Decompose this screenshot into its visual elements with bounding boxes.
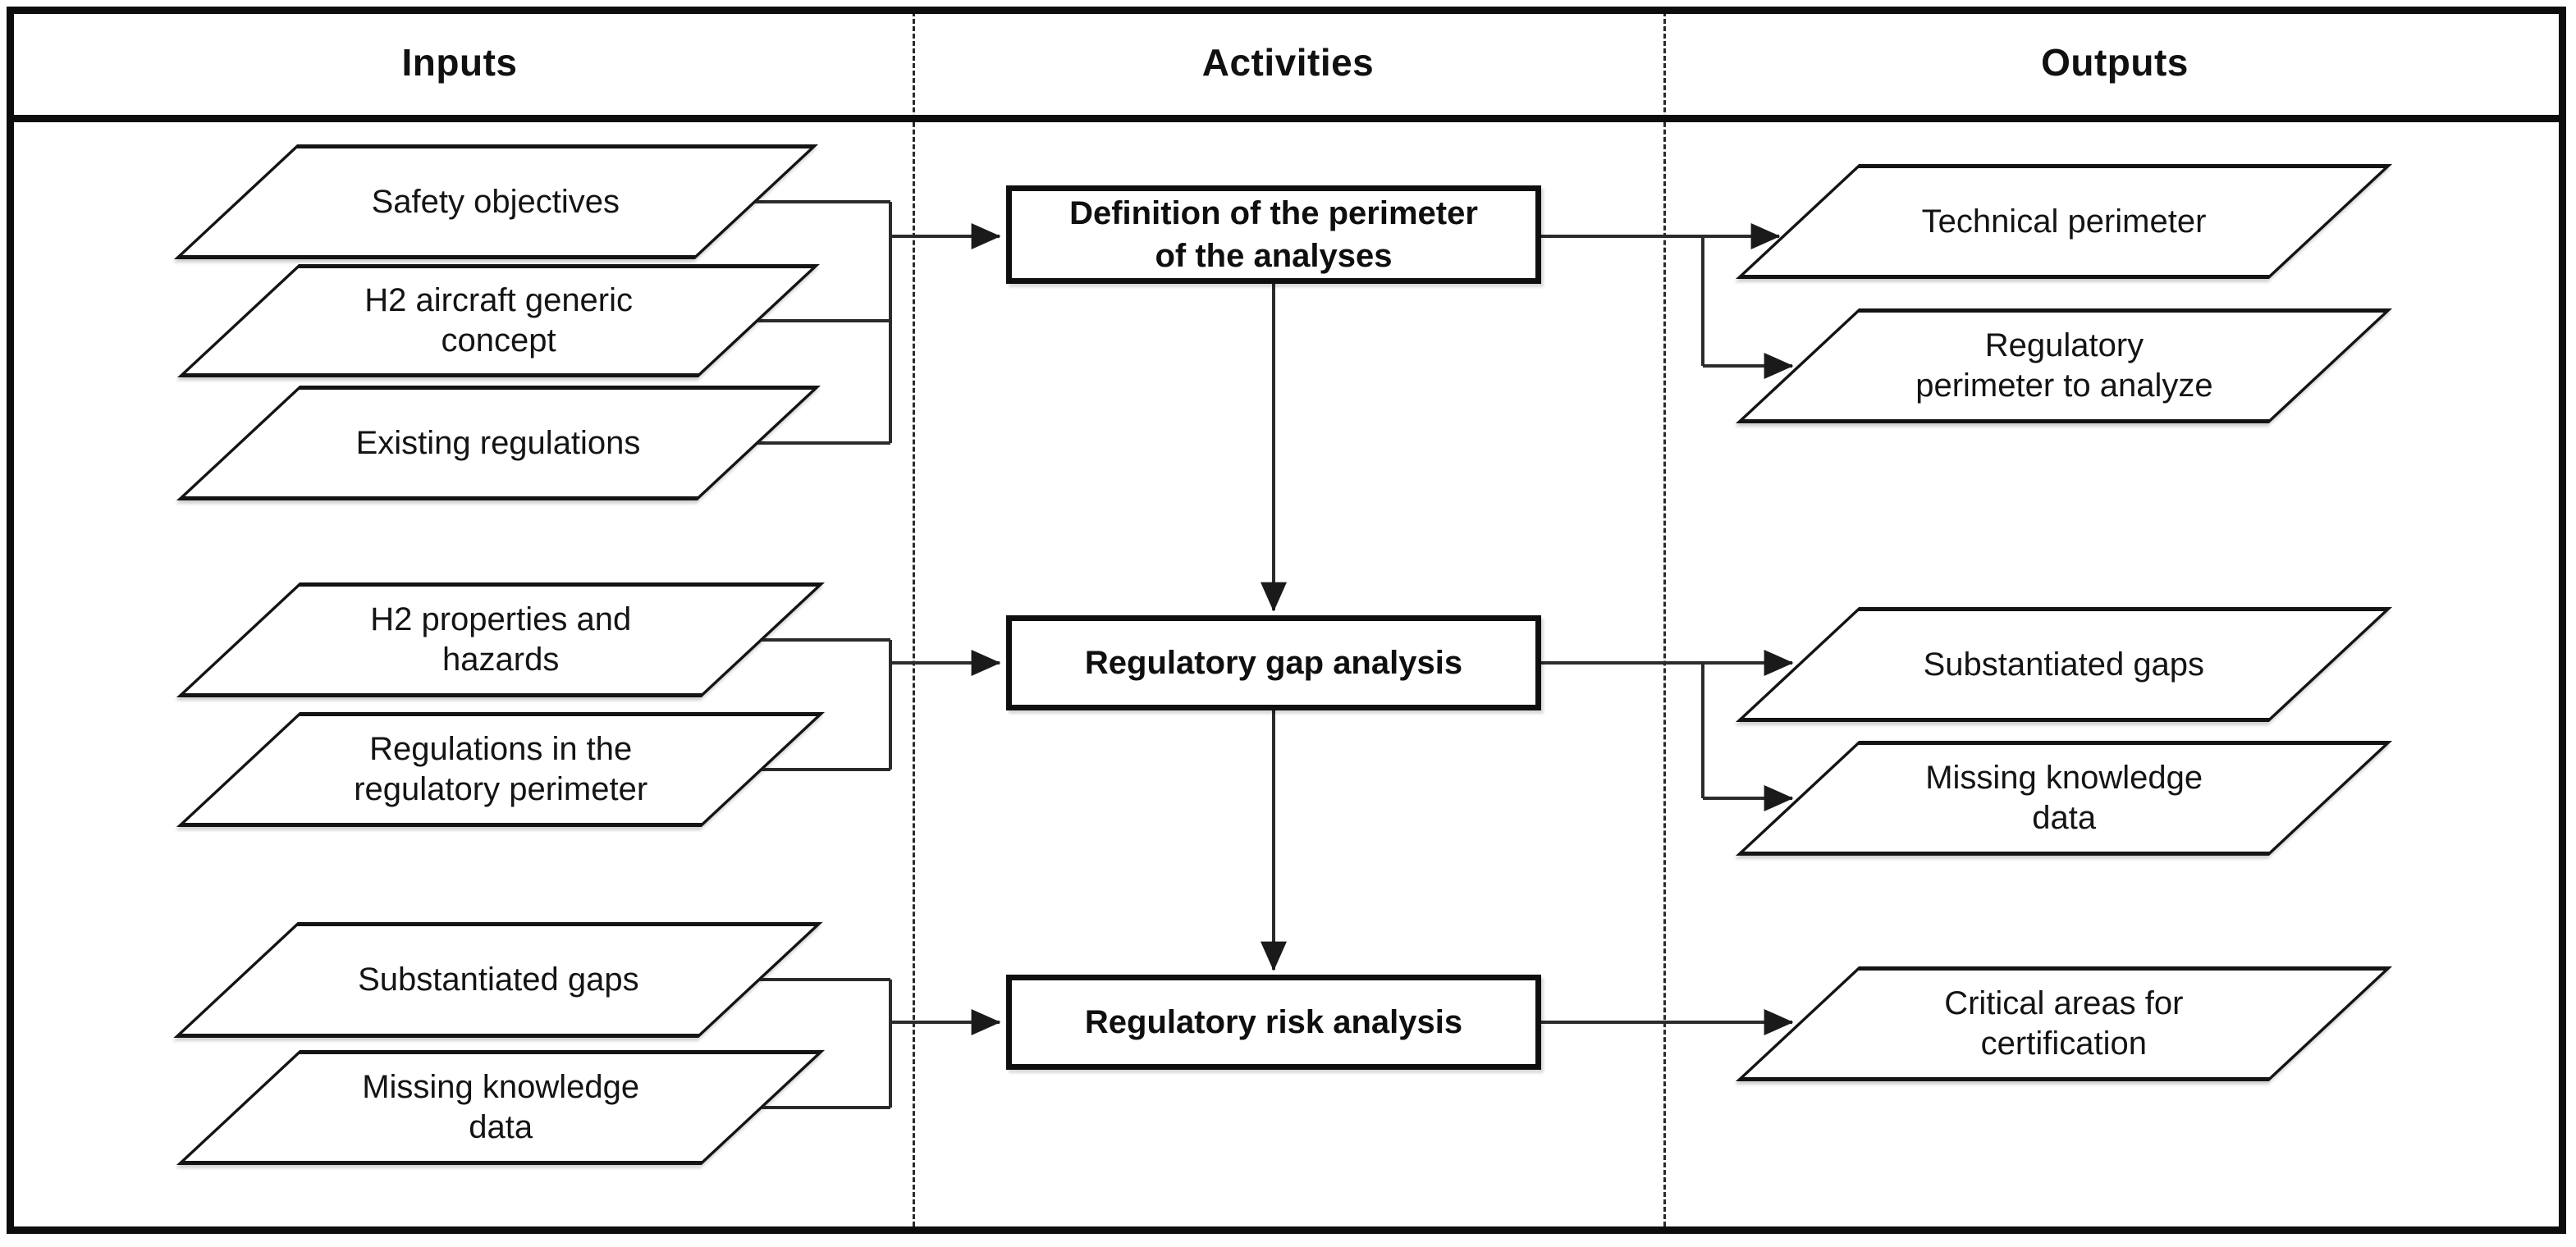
column-header-inputs: Inputs [7, 7, 913, 118]
column-header-outputs: Outputs [1663, 7, 2566, 118]
column-header-activities: Activities [913, 7, 1663, 118]
column-header-inputs-label: Inputs [401, 41, 518, 84]
output-critical-areas-for-certification-label: Critical areas for certification [1944, 985, 2184, 1062]
activity-regulatory-gap-analysis: Regulatory gap analysis [1006, 615, 1541, 710]
output-missing-knowledge-data-label: Missing knowledge data [1925, 760, 2203, 836]
header-separator [7, 115, 2566, 122]
input-missing-knowledge-data-label: Missing knowledge data [362, 1069, 639, 1145]
activity-regulatory-gap-analysis-label: Regulatory gap analysis [1084, 645, 1463, 681]
output-regulatory-perimeter-to-analyze-label: Regulatory perimeter to analyze [1915, 327, 2213, 404]
column-header-outputs-label: Outputs [2041, 41, 2189, 84]
column-divider-inputs-activities [913, 11, 915, 1234]
column-header-activities-label: Activities [1201, 41, 1375, 84]
input-h2-aircraft-generic-concept-label: H2 aircraft generic concept [364, 282, 633, 359]
input-h2-properties-and-hazards-label: H2 properties and hazards [370, 601, 631, 678]
activity-regulatory-risk-analysis-label: Regulatory risk analysis [1084, 1004, 1463, 1040]
activity-regulatory-risk-analysis: Regulatory risk analysis [1006, 975, 1541, 1070]
output-technical-perimeter-label: Technical perimeter [1921, 203, 2207, 240]
output-substantiated-gaps-label: Substantiated gaps [1923, 646, 2205, 683]
activity-definition-of-perimeter-label: Definition of the perimeter of the analy… [1069, 195, 1478, 274]
input-existing-regulations-label: Existing regulations [356, 424, 641, 461]
column-divider-activities-outputs [1663, 11, 1666, 1234]
activity-definition-of-perimeter: Definition of the perimeter of the analy… [1006, 185, 1541, 284]
input-substantiated-gaps-label: Substantiated gaps [357, 962, 639, 998]
header-row: Inputs Activities Outputs [7, 7, 2566, 118]
input-safety-objectives-label: Safety objectives [372, 183, 620, 220]
input-regulations-in-regulatory-perimeter-label: Regulations in the regulatory perimeter [354, 731, 647, 807]
